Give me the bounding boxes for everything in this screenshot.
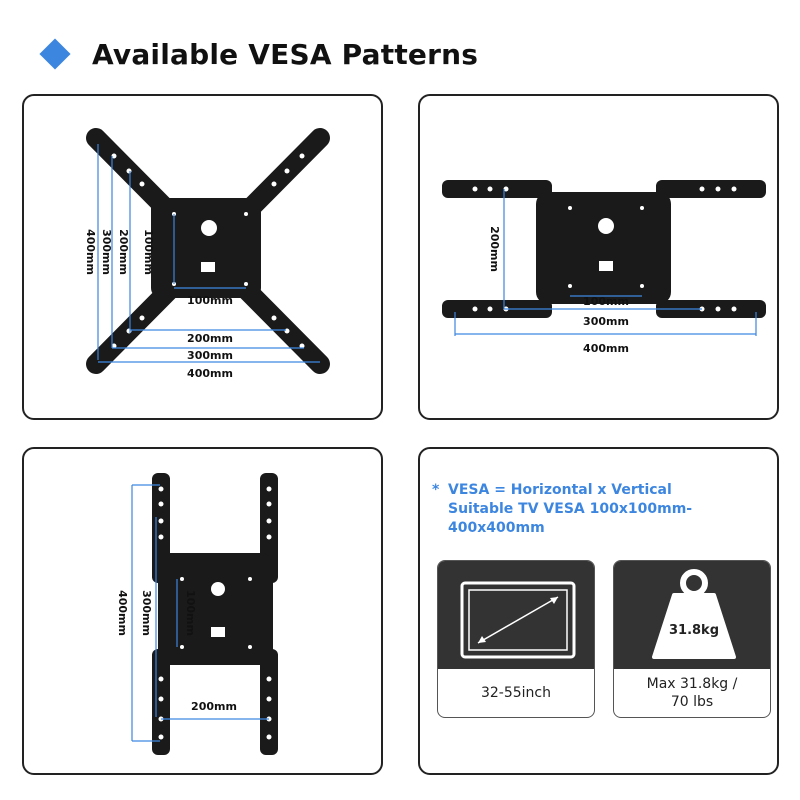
dim-vertical-100: 100mm <box>142 229 155 275</box>
vesa-panel-wide: 200mm 100mm 300mm 400mm <box>418 94 779 420</box>
dim-vertical-400: 400mm <box>116 590 129 636</box>
dim-horizontal-400: 400mm <box>187 367 233 380</box>
weight-icon: 31.8kg <box>652 569 736 659</box>
section-header: Available VESA Patterns <box>38 36 478 72</box>
dim-horizontal-200: 200mm <box>191 700 237 713</box>
vesa-panel-diagonal: 400mm 300mm 200mm 100mm 100mm 200mm 300m… <box>22 94 383 420</box>
dim-vertical-300: 300mm <box>100 229 113 275</box>
dim-vertical-300: 300mm <box>140 590 153 636</box>
page-title: Available VESA Patterns <box>92 37 479 71</box>
dim-horizontal-200: 200mm <box>187 332 233 345</box>
dim-vertical-200: 200mm <box>488 226 501 272</box>
dim-horizontal-300: 300mm <box>187 349 233 362</box>
max-load-line2: 70 lbs <box>670 694 714 710</box>
vesa-panel-tall: 400mm 300mm 100mm 200mm <box>22 447 383 775</box>
bracket-wide-diagram: 200mm 100mm 300mm 400mm <box>442 180 766 355</box>
bracket-tall-diagram: 400mm 300mm 100mm 200mm <box>116 473 278 755</box>
bracket-tall-icon <box>152 473 278 755</box>
asterisk-icon: * <box>432 482 440 498</box>
dimension-lines <box>131 484 269 742</box>
tv-screen-icon <box>460 581 576 659</box>
max-load-line1: Max 31.8kg / <box>646 676 738 692</box>
vesa-info-panel: * VESA = Horizontal x Vertical Suitable T… <box>418 447 779 775</box>
dim-horizontal-100: 100mm <box>583 295 629 308</box>
screen-size-label: 32-55inch <box>480 685 551 701</box>
dimension-lines <box>454 189 757 336</box>
bracket-wide-icon <box>442 180 766 318</box>
vesa-suitable-range: Suitable TV VESA 100x100mm-400x400mm <box>448 501 693 536</box>
dimension-lines <box>97 144 320 363</box>
screen-size-card: 32-55inch <box>437 560 595 718</box>
dim-vertical-200: 200mm <box>117 229 130 275</box>
dim-vertical-400: 400mm <box>84 229 97 275</box>
vesa-note: * VESA = Horizontal x Vertical Suitable T… <box>432 481 777 538</box>
max-load-label: Max 31.8kg / 70 lbs <box>614 669 770 717</box>
max-load-card: 31.8kg Max 31.8kg / 70 lbs <box>613 560 771 718</box>
dim-horizontal-300: 300mm <box>583 315 629 328</box>
dim-vertical-100: 100mm <box>184 590 197 636</box>
bracket-diagonal-icon <box>86 128 330 374</box>
bracket-diagonal-diagram: 400mm 300mm 200mm 100mm 100mm 200mm 300m… <box>84 128 330 380</box>
weight-value-label: 31.8kg <box>669 623 719 638</box>
dim-horizontal-100: 100mm <box>187 294 233 307</box>
dim-horizontal-400: 400mm <box>583 342 629 355</box>
diamond-bullet-icon <box>39 38 71 70</box>
vesa-definition: VESA = Horizontal x Vertical <box>448 482 672 498</box>
